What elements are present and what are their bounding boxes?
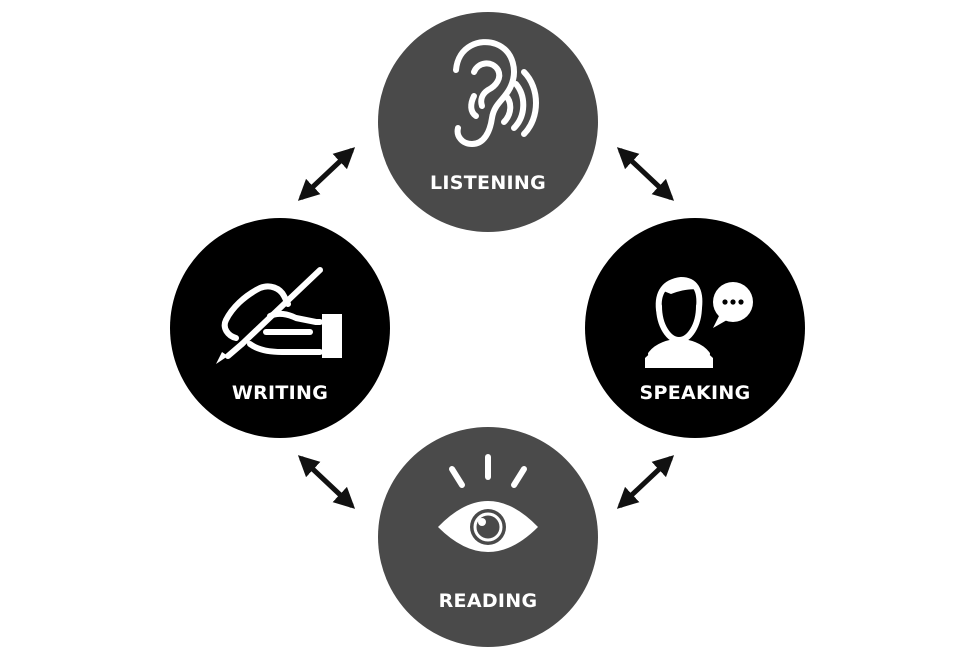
arrow-listening-speaking <box>616 147 675 201</box>
writing-label: WRITING <box>231 382 329 404</box>
ear-icon <box>453 39 539 147</box>
arrow-writing-reading <box>297 455 356 509</box>
hand-writing-icon <box>216 267 342 364</box>
writing-node: WRITING <box>170 218 390 438</box>
speaking-label: SPEAKING <box>639 382 751 404</box>
listening-label: LISTENING <box>430 172 546 194</box>
listening-node: LISTENING <box>378 12 598 232</box>
reading-label: READING <box>438 590 538 612</box>
arrow-reading-speaking <box>616 455 675 509</box>
eye-icon <box>438 454 538 552</box>
arrow-writing-listening <box>297 147 356 201</box>
speaking-node: SPEAKING <box>585 218 805 438</box>
reading-node: READING <box>378 427 598 647</box>
person-speech-bubble-icon <box>645 277 753 368</box>
